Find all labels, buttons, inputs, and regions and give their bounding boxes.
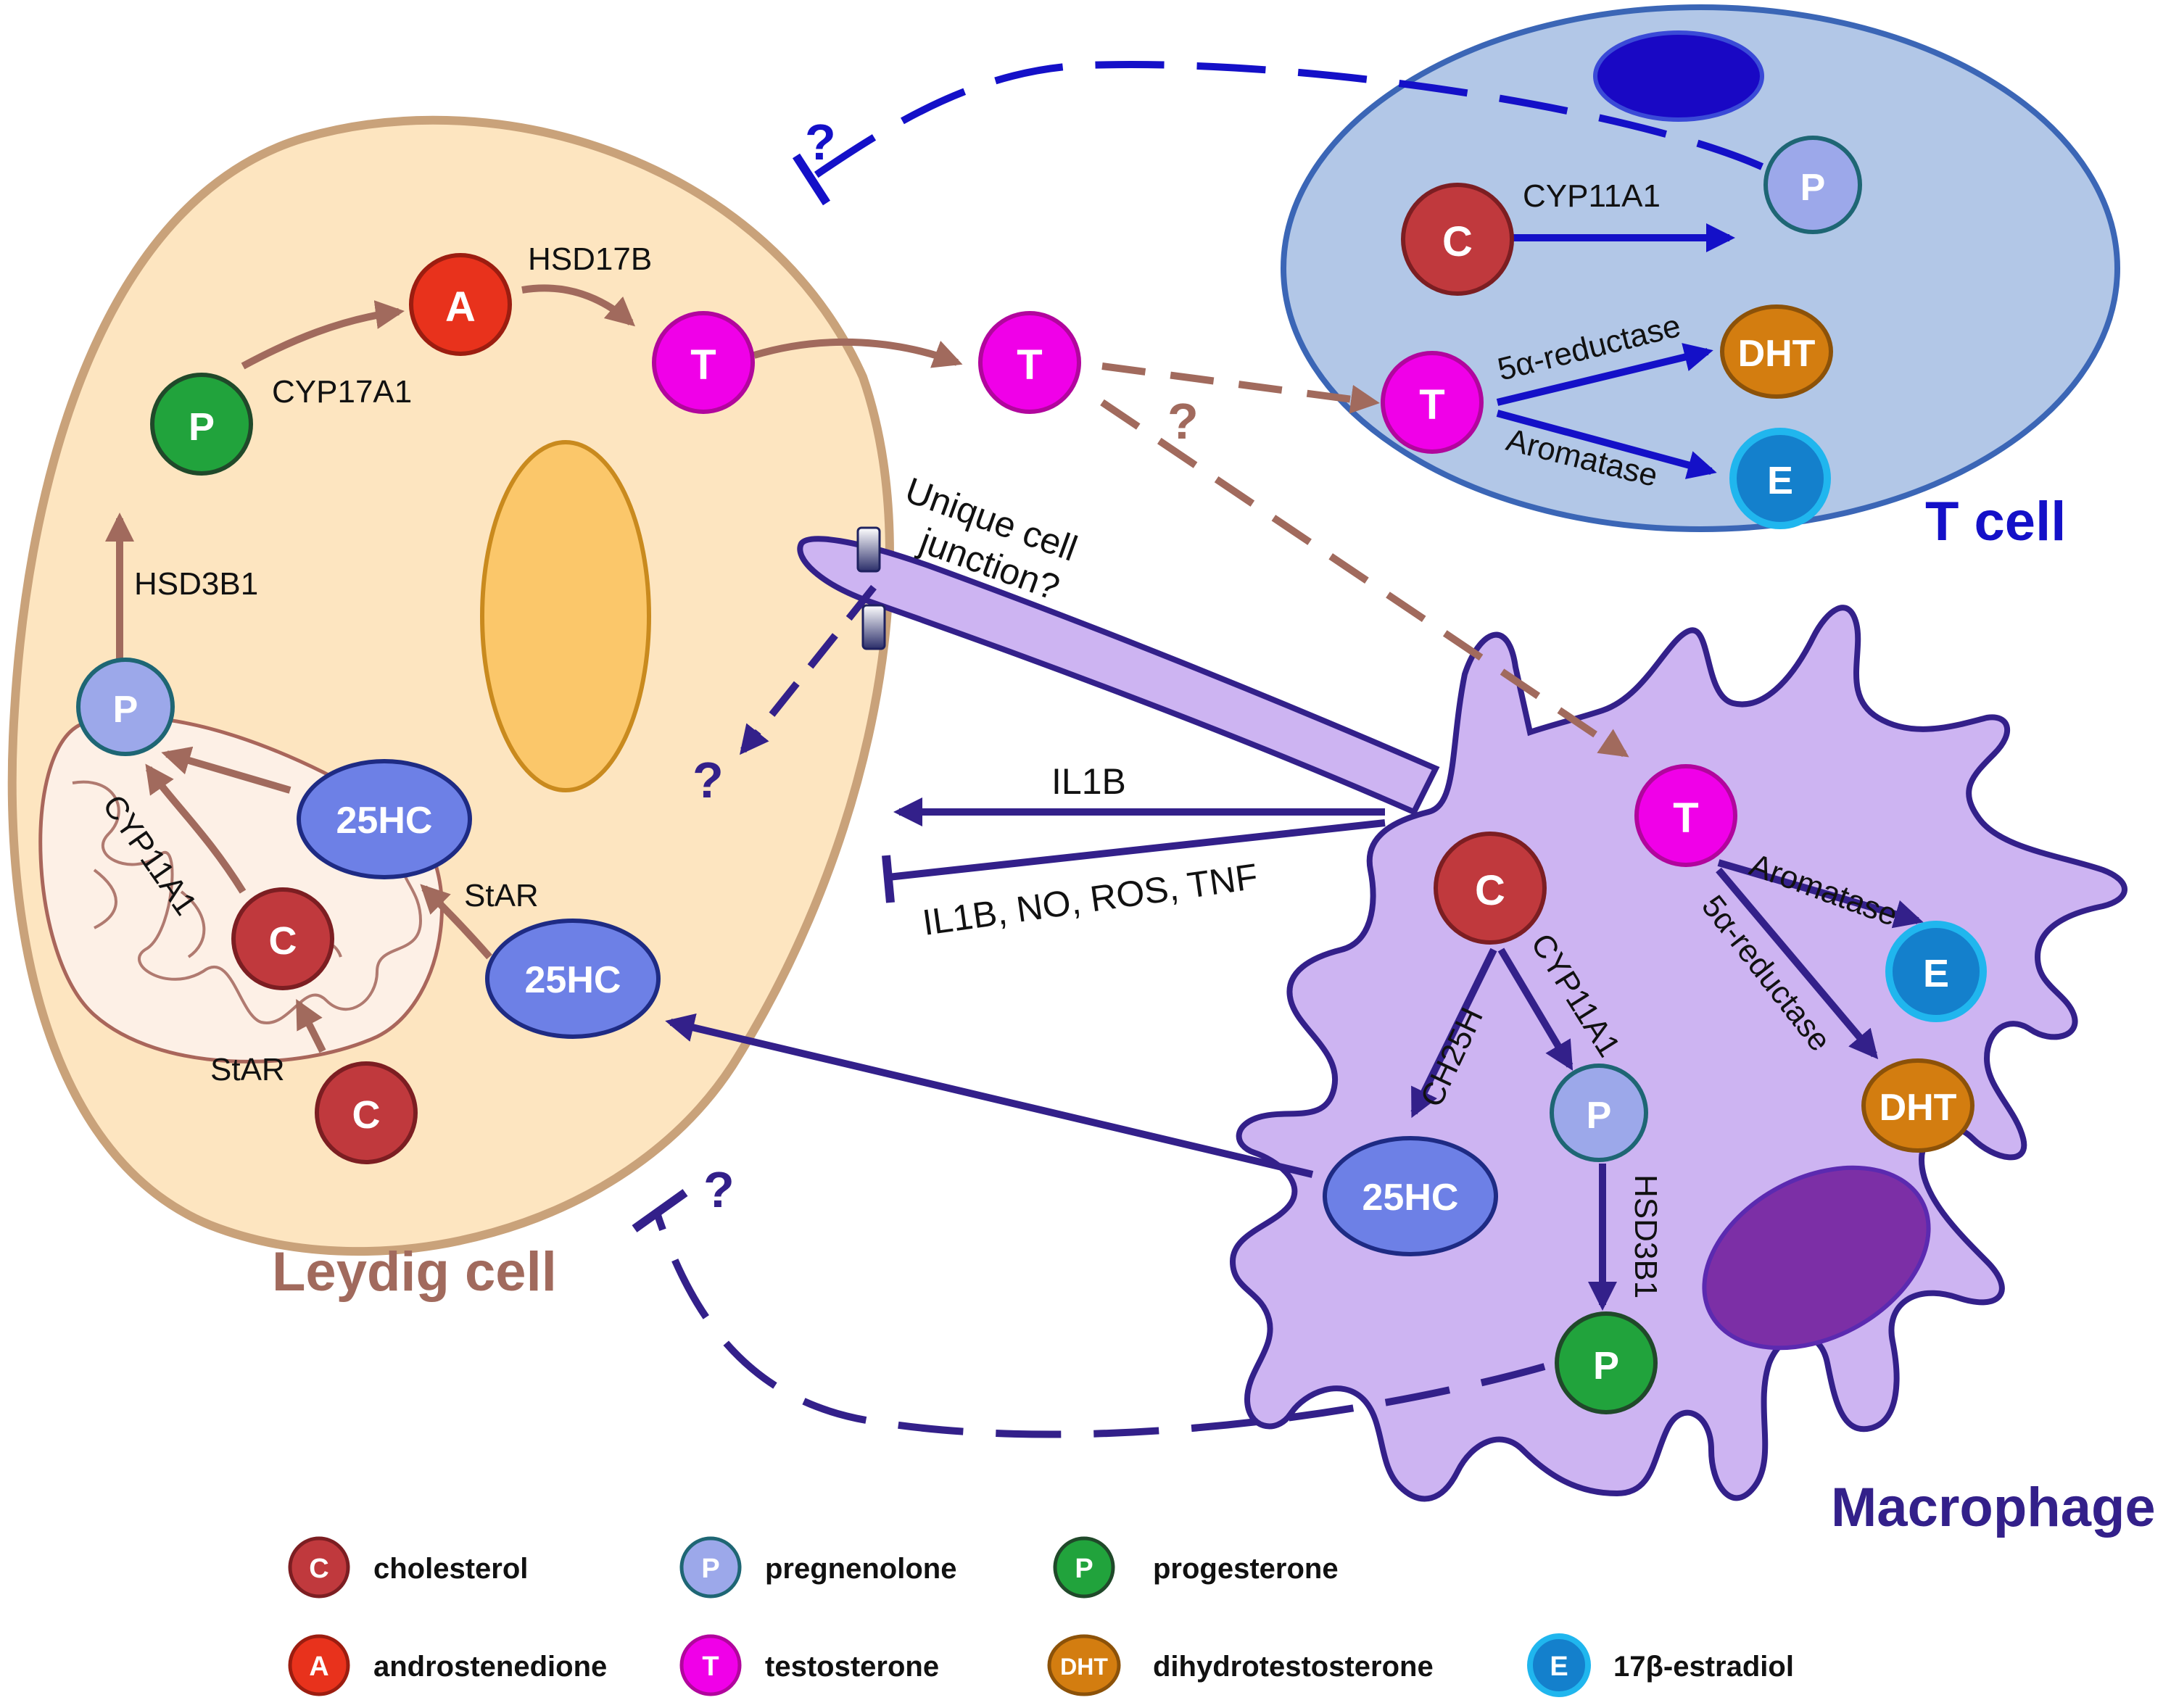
node-label: P: [113, 689, 138, 731]
node-extracellular-T: T: [978, 311, 1081, 414]
node-label: T: [690, 341, 716, 389]
node-label: P: [1587, 1095, 1612, 1137]
legend-symbol: A: [309, 1651, 328, 1682]
macrophage-nucleus: [1702, 1165, 1931, 1351]
node-tcell-pregnenolone: P: [1763, 136, 1862, 234]
t-cell-nucleus: [1593, 30, 1764, 122]
node-label: 25HC: [1362, 1177, 1459, 1219]
node-label: C: [352, 1093, 381, 1137]
title-leydig-cell: Leydig cell: [272, 1241, 557, 1303]
node-label: 25HC: [525, 959, 621, 1001]
node-macrophage-DHT: DHT: [1861, 1058, 1974, 1153]
legend-item-progesterone: P progesterone: [1053, 1536, 1339, 1599]
node-tcell-DHT: DHT: [1720, 304, 1833, 399]
node-label: T: [1017, 341, 1042, 389]
node-label: C: [1442, 218, 1473, 265]
legend-item-cholesterol: C cholesterol: [288, 1536, 528, 1599]
macrophage: [797, 536, 2127, 1502]
junction-marker-lower: [861, 604, 886, 650]
legend-symbol: DHT: [1060, 1654, 1108, 1680]
label-il1b: IL1B: [1051, 761, 1126, 802]
node-label: C: [1475, 867, 1505, 914]
node-macrophage-progesterone: P: [1555, 1311, 1658, 1414]
node-macrophage-T: T: [1634, 764, 1737, 867]
node-macrophage-pregnenolone: P: [1550, 1064, 1648, 1162]
title-macrophage: Macrophage: [1831, 1477, 2156, 1538]
legend-label: pregnenolone: [765, 1553, 956, 1585]
node-leydig-C-inner: C: [231, 887, 334, 990]
node-leydig-25HC-inner: 25HC: [297, 759, 472, 879]
node-tcell-C: C: [1401, 183, 1514, 296]
node-label: P: [189, 405, 215, 449]
legend: C cholesterol P pregnenolone P progester…: [288, 1536, 1794, 1697]
question-mark-t-transfer: ?: [1167, 393, 1199, 449]
legend-item-testosterone: T testosterone: [679, 1634, 939, 1696]
legend-symbol: C: [309, 1554, 328, 1584]
legend-symbol: T: [702, 1651, 719, 1682]
macrophage-protrusion: [797, 536, 1440, 816]
node-label: T: [1673, 795, 1698, 842]
node-label: DHT: [1880, 1087, 1957, 1129]
legend-item-pregnenolone: P pregnenolone: [679, 1536, 956, 1599]
node-label: E: [1767, 459, 1793, 502]
node-label: T: [1419, 381, 1444, 428]
t-cell-membrane: [1281, 4, 2120, 532]
legend-label: 17β-estradiol: [1613, 1651, 1794, 1683]
legend-symbol: P: [701, 1554, 719, 1584]
node-leydig-25HC-outer: 25HC: [485, 919, 661, 1039]
t-cell: [1281, 4, 2120, 532]
label-cyp11a1-tcell: CYP11A1: [1523, 178, 1661, 214]
leydig-pathway-arrows: [105, 284, 1629, 1053]
legend-item-estradiol: E 17β-estradiol: [1527, 1633, 1794, 1697]
node-leydig-progesterone: P: [150, 373, 253, 476]
t-cell-pathway-arrows: [792, 61, 1764, 479]
label-hsd3b1-macrophage: HSD3B1: [1628, 1174, 1663, 1298]
node-macrophage-E: E: [1885, 921, 1987, 1022]
question-mark-macrophage-inhibition: ?: [703, 1161, 735, 1218]
legend-label: testosterone: [765, 1651, 939, 1683]
node-label: C: [269, 919, 297, 963]
label-star-lower: StAR: [210, 1052, 285, 1087]
label-star-upper: StAR: [464, 878, 539, 913]
legend-item-androstenedione: A androstenedione: [288, 1634, 607, 1696]
legend-label: cholesterol: [373, 1553, 528, 1585]
node-label: 25HC: [336, 800, 433, 842]
node-tcell-E: E: [1729, 428, 1831, 529]
legend-item-dihydrotestosterone: DHT dihydrotestosterone: [1047, 1634, 1434, 1696]
legend-label: dihydrotestosterone: [1153, 1651, 1434, 1683]
node-label: P: [1800, 167, 1826, 209]
legend-symbol: E: [1550, 1651, 1568, 1682]
node-leydig-T: T: [652, 311, 755, 414]
node-macrophage-25HC: 25HC: [1323, 1136, 1498, 1256]
leydig-nucleus: [480, 440, 651, 792]
node-leydig-C-outer: C: [315, 1061, 418, 1164]
node-label: P: [1593, 1344, 1619, 1388]
node-leydig-A: A: [409, 253, 512, 356]
node-leydig-pregnenolone: P: [76, 658, 175, 756]
junction-marker-upper: [856, 526, 881, 573]
mitochondrion-cristae: [72, 780, 423, 1024]
label-cyp17a1: CYP17A1: [272, 374, 412, 410]
node-label: E: [1923, 952, 1949, 995]
title-t-cell: T cell: [1925, 491, 2066, 552]
node-label: A: [445, 283, 476, 331]
question-mark-tcell-inhibition: ?: [805, 114, 836, 170]
legend-label: androstenedione: [373, 1651, 607, 1683]
label-hsd3b1: HSD3B1: [134, 566, 258, 602]
question-mark-junction: ?: [692, 752, 724, 808]
node-tcell-T: T: [1381, 351, 1484, 454]
node-macrophage-C: C: [1434, 832, 1547, 945]
node-label: DHT: [1738, 333, 1816, 375]
legend-symbol: P: [1075, 1554, 1093, 1584]
label-hsd17b: HSD17B: [528, 241, 652, 277]
macrophage-pathway-arrows: [632, 584, 1924, 1438]
legend-label: progesterone: [1153, 1553, 1339, 1585]
